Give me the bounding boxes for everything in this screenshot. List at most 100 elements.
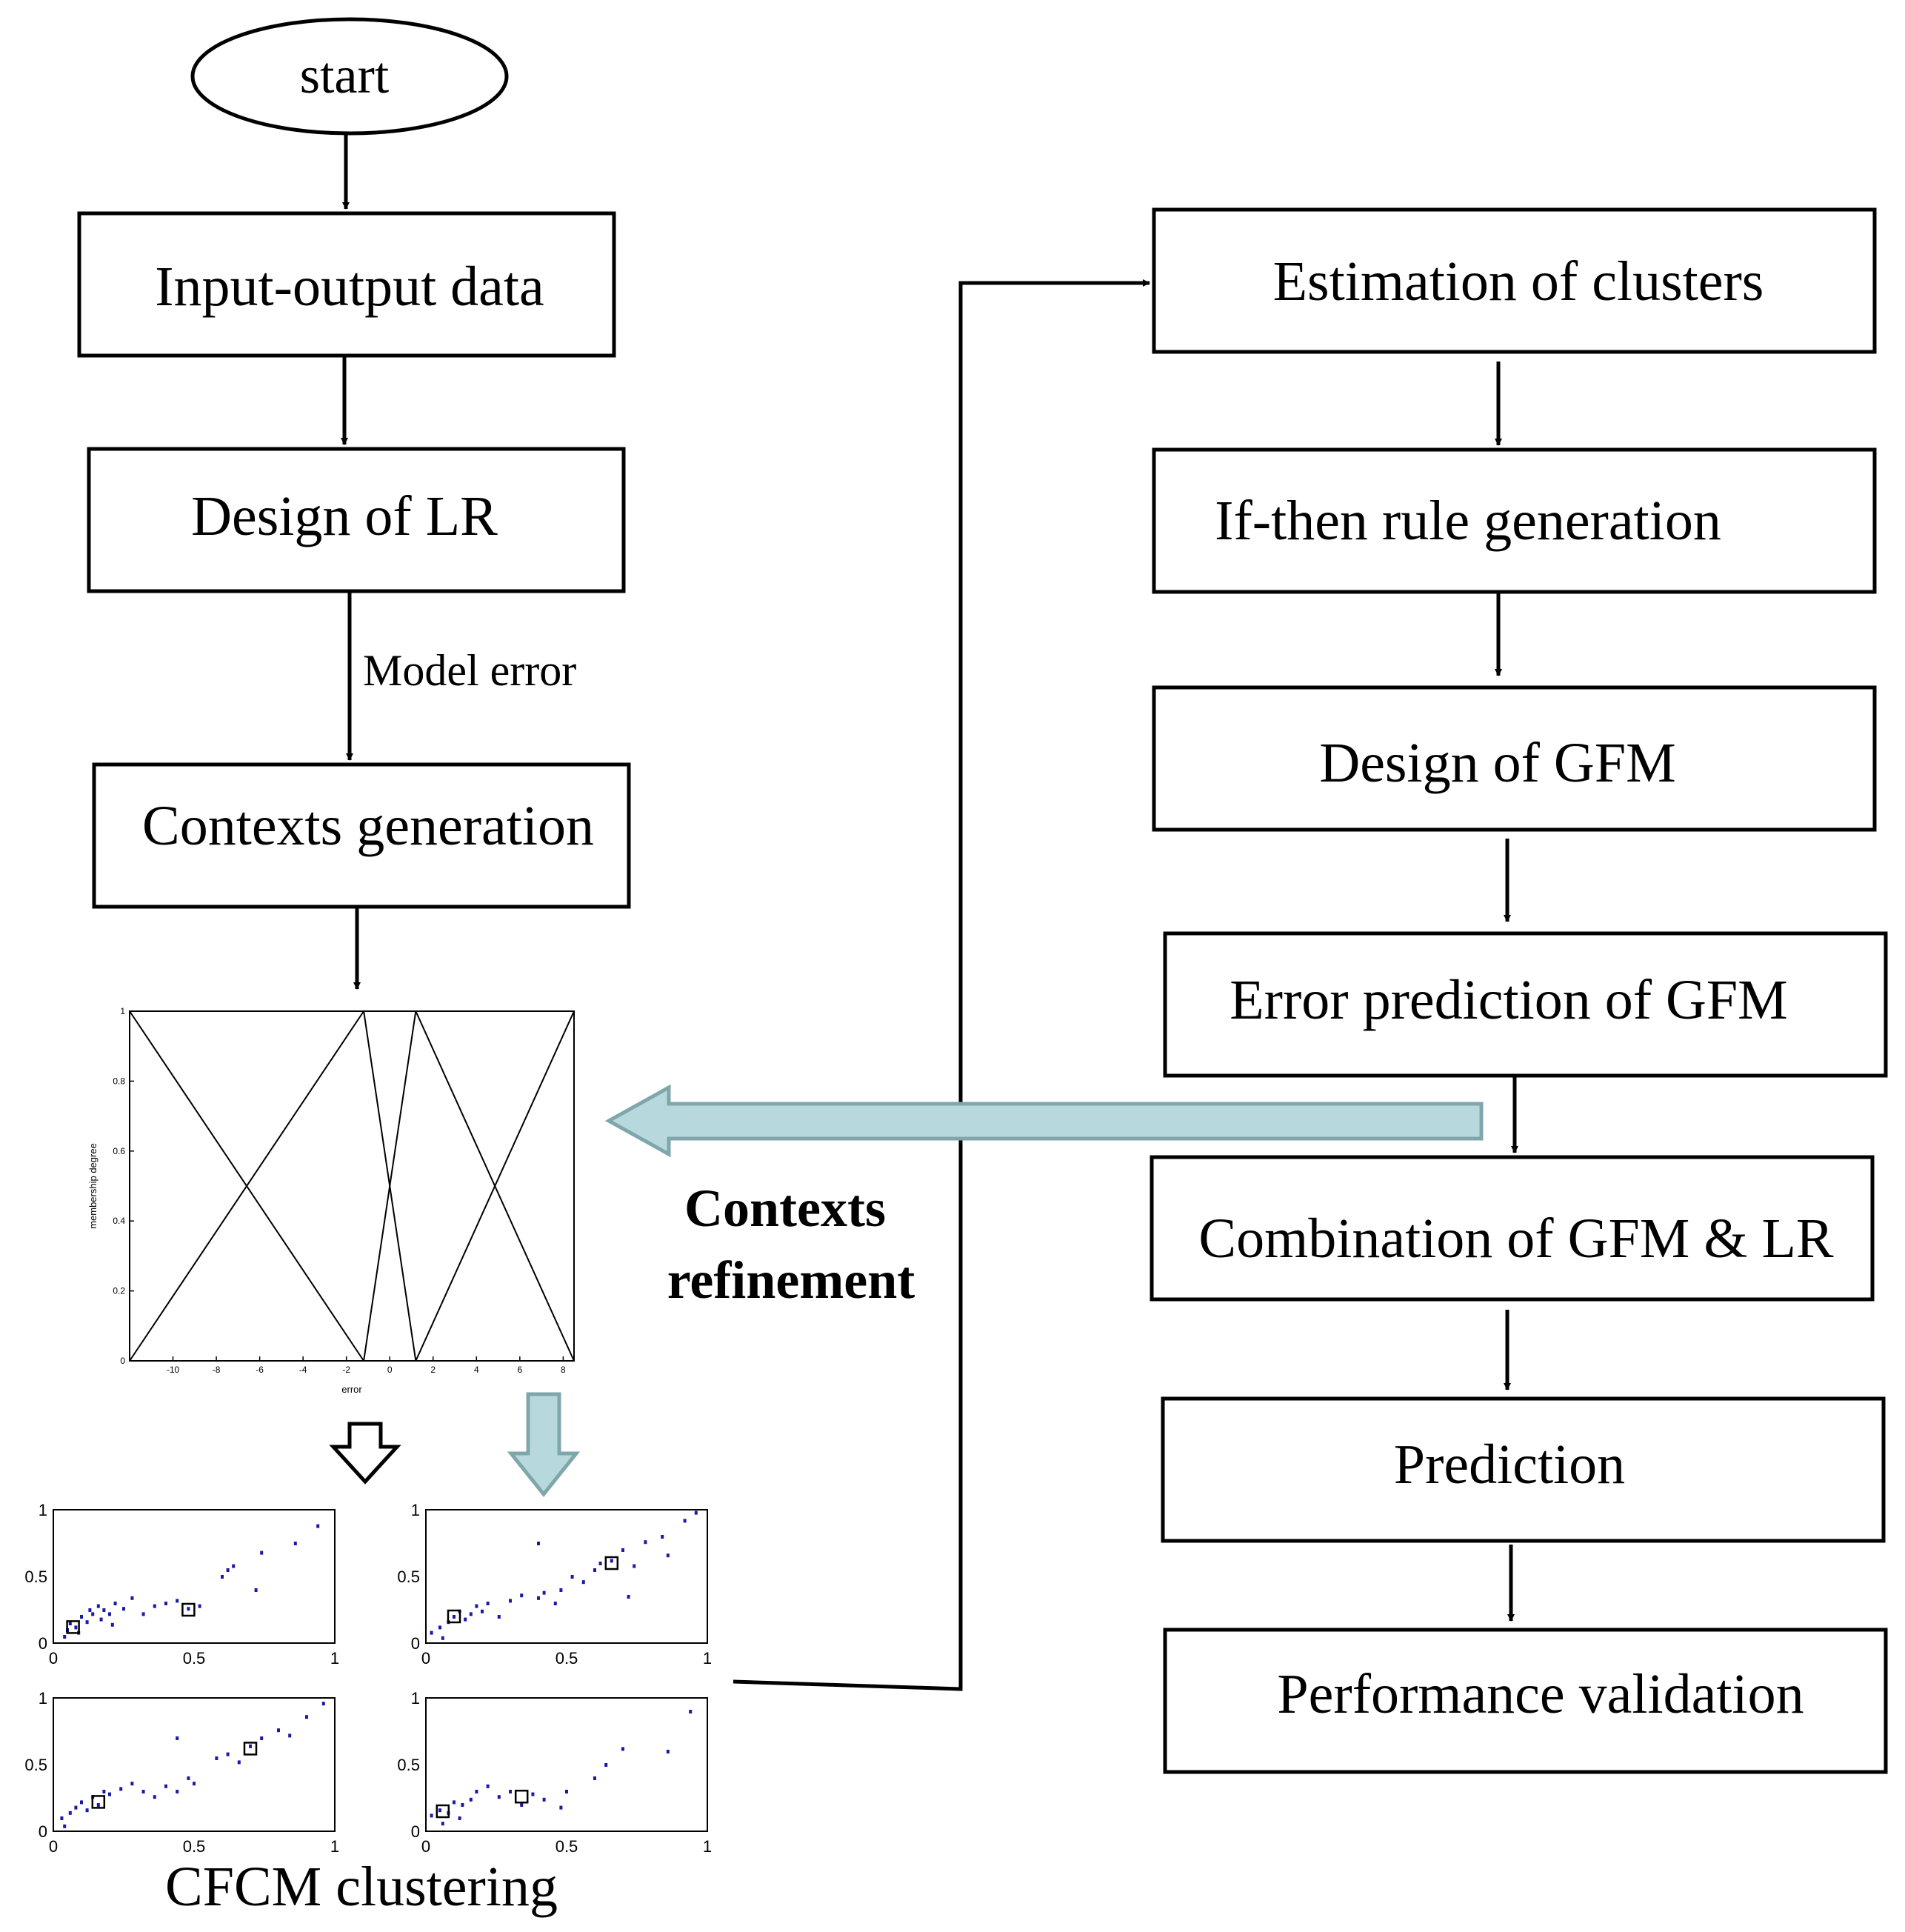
start-label: start (300, 47, 390, 104)
scatter-point (141, 1612, 145, 1616)
scatter-point (598, 1562, 602, 1565)
scatter-x-tick-label: 1 (330, 1649, 339, 1668)
scatter-point (63, 1824, 67, 1828)
scatter-point (68, 1811, 72, 1815)
membership-x-tick-label: 2 (430, 1365, 436, 1375)
membership-y-tick-label: 1 (120, 1006, 125, 1016)
design-of-lr-box: Design of LR (87, 447, 626, 593)
scatter-y-tick-label: 1 (39, 1501, 47, 1519)
scatter-point (237, 1760, 241, 1765)
prediction-label: Prediction (1394, 1433, 1625, 1496)
design-of-gfm-label: Design of GFM (1319, 732, 1675, 794)
combination-of-gfm-lr-label: Combination of GFM & LR (1198, 1208, 1833, 1270)
membership-x-tick-label: 8 (561, 1365, 566, 1375)
membership-x-tick-label: -10 (167, 1365, 180, 1375)
scatter-y-tick-label: 0.5 (397, 1568, 420, 1586)
scatter-point (565, 1790, 568, 1793)
scatter-point (438, 1625, 441, 1630)
scatter-frame (53, 1509, 336, 1644)
scatter-point (661, 1535, 664, 1539)
scatter-point (520, 1593, 524, 1598)
scatter-point (153, 1795, 156, 1799)
scatter-point (644, 1540, 647, 1545)
membership-y-tick-label: 0.8 (113, 1076, 125, 1086)
estimation-of-clusters-box: Estimation of clusters (1152, 207, 1877, 354)
scatter-point (559, 1805, 563, 1810)
scatter-point (438, 1808, 441, 1813)
scatter-point (627, 1595, 630, 1599)
scatter-point (293, 1542, 297, 1545)
scatter-point (469, 1612, 473, 1616)
scatter-point (475, 1790, 478, 1793)
scatter-point (130, 1596, 134, 1600)
contexts-refinement-label-line1: Contexts (684, 1179, 886, 1238)
cluster-center-marker (514, 1789, 529, 1804)
refinement-down-arrow (507, 1392, 581, 1498)
scatter-x-tick-label: 0 (49, 1837, 58, 1856)
if-then-rule-generation-label: If-then rule generation (1215, 490, 1721, 552)
scatter-point (74, 1805, 78, 1810)
input-output-data-label: Input-output data (155, 256, 544, 318)
cluster-center-marker (436, 1804, 450, 1819)
scatter-point (187, 1607, 190, 1611)
scatter-point (226, 1568, 230, 1572)
scatter-y-tick-label: 0 (411, 1634, 420, 1653)
scatter-point (80, 1615, 83, 1619)
estimation-of-clusters-label: Estimation of clusters (1273, 250, 1764, 313)
scatter-point (542, 1590, 546, 1595)
scatter-point (119, 1787, 123, 1791)
scatter-point (531, 1792, 535, 1796)
scatter-point (509, 1599, 512, 1603)
scatter-point (288, 1733, 292, 1738)
scatter-point (60, 1816, 64, 1820)
scatter-frame (425, 1697, 708, 1832)
scatter-point (153, 1604, 156, 1608)
scatter-y-tick-label: 0 (39, 1822, 47, 1841)
scatter-point (68, 1622, 72, 1625)
cluster-center-marker (181, 1602, 196, 1617)
cluster-center-marker (447, 1609, 461, 1624)
scatter-x-tick-label: 0 (49, 1649, 58, 1668)
contexts-generation-box: Contexts generation (92, 762, 631, 909)
scatter-point (593, 1776, 596, 1780)
scatter-point (108, 1792, 111, 1796)
scatter-point (254, 1588, 258, 1592)
membership-x-label: error (341, 1384, 362, 1395)
scatter-point (85, 1808, 89, 1813)
scatter-point (85, 1620, 89, 1625)
contexts-generation-label: Contexts generation (142, 795, 594, 857)
scatter-point (610, 1559, 613, 1563)
cluster-center-marker (91, 1795, 106, 1809)
scatter-point (193, 1782, 196, 1786)
scatter-point (497, 1615, 501, 1619)
scatter-point (570, 1575, 574, 1579)
scatter-point (122, 1607, 125, 1611)
scatter-point (110, 1622, 114, 1627)
scatter-point (130, 1782, 134, 1786)
scatter-x-tick-label: 1 (703, 1649, 712, 1668)
if-then-rule-generation-box: If-then rule generation (1152, 447, 1877, 594)
scatter-point (316, 1524, 320, 1528)
scatter-point (260, 1550, 264, 1555)
scatter-point (226, 1752, 230, 1756)
membership-x-tick-label: -8 (213, 1365, 221, 1375)
scatter-point (99, 1617, 103, 1622)
membership-y-tick-label: 0.2 (113, 1286, 125, 1296)
scatter-point (464, 1617, 467, 1622)
scatter-point (232, 1564, 236, 1568)
scatter-point (113, 1602, 117, 1605)
membership-y-ticks: 00.20.40.60.81 (113, 1006, 134, 1366)
scatter-y-tick-label: 1 (39, 1689, 47, 1708)
scatter-point (461, 1803, 464, 1807)
scatter-point (581, 1580, 585, 1585)
scatter-y-tick-label: 1 (411, 1689, 420, 1708)
scatter-point (108, 1612, 111, 1616)
scatter-x-tick-label: 0.5 (556, 1837, 578, 1856)
prediction-box: Prediction (1161, 1396, 1886, 1543)
performance-validation-box: Performance validation (1163, 1628, 1888, 1774)
